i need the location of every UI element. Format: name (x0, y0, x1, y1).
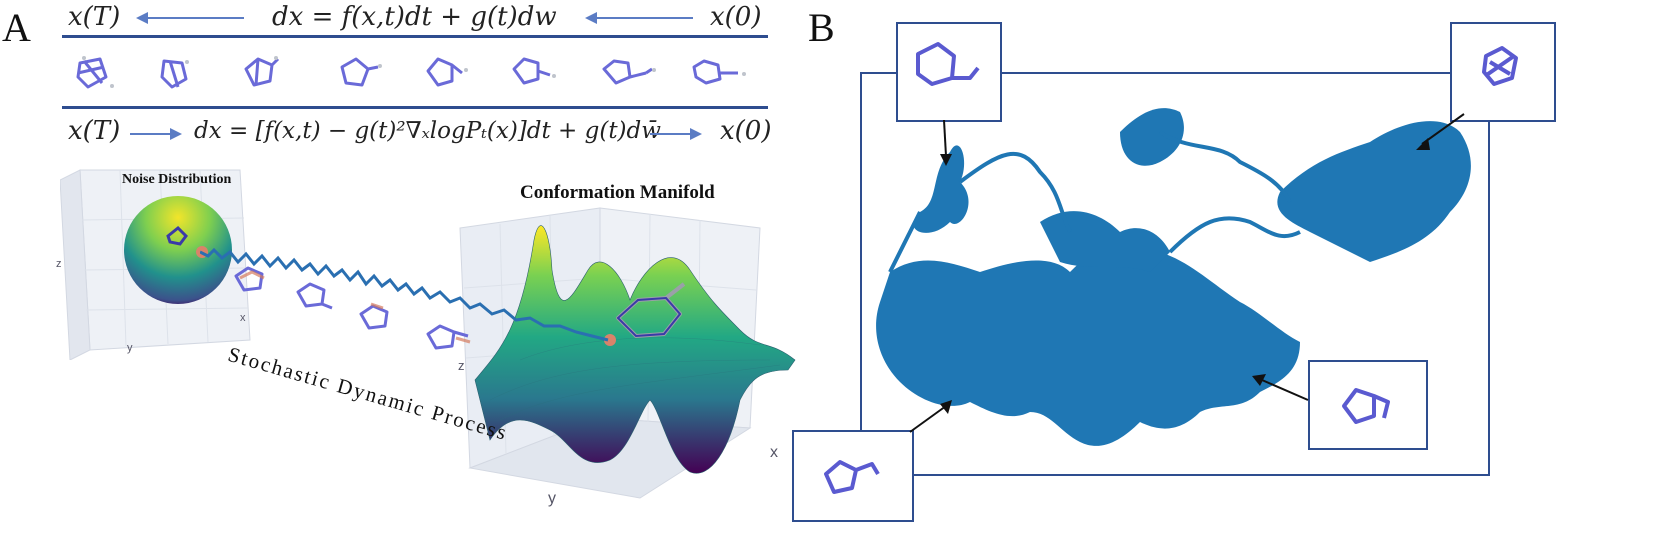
inset-top-left-arrow (940, 119, 952, 166)
walk-frame (860, 72, 1490, 476)
inset-bottom-right (1308, 360, 1428, 450)
reverse-start: x(T) (68, 116, 121, 146)
right-z-label: z (458, 358, 465, 373)
inset-bottom-right-arrow (1252, 374, 1309, 401)
reverse-arrow-right (650, 128, 702, 140)
intermediate-molecules (234, 266, 471, 350)
left-x-label: x (240, 312, 246, 324)
forward-start: x(T) (68, 2, 121, 32)
forward-end: x(0) (710, 2, 762, 32)
inset-top-right-molecule (1482, 46, 1518, 86)
reverse-end: x(0) (720, 116, 772, 146)
forward-arrow-left (136, 12, 244, 24)
inset-bottom-right-molecule (1342, 388, 1390, 424)
top-divider (62, 35, 768, 38)
left-z-label: z (56, 258, 62, 270)
molecule-strip (76, 56, 746, 89)
right-x-label: x (770, 444, 778, 461)
random-walk (876, 108, 1471, 446)
bottom-divider (62, 106, 768, 109)
inset-bottom-left-arrow (909, 400, 952, 433)
inset-top-right-arrow (1416, 113, 1465, 150)
manifold-title: Conformation Manifold (520, 182, 715, 203)
panel-a-label: A (2, 5, 31, 50)
right-y-label: y (548, 490, 556, 507)
panel-b-label: B (808, 5, 835, 50)
inset-top-left (896, 22, 1002, 122)
left-y-label: y (127, 342, 133, 354)
forward-equation: dx = f(x,t)dt + g(t)dw (272, 2, 557, 32)
stochastic-path (200, 247, 609, 342)
inset-bottom-left-molecule (824, 460, 880, 494)
conformation-manifold (474, 225, 796, 474)
inset-top-left-molecule (916, 42, 980, 86)
reverse-arrow-left (130, 128, 182, 140)
noise-title: Noise Distribution (122, 172, 232, 187)
forward-arrow-right (585, 12, 693, 24)
reverse-equation: dx = [f(x,t) − g(t)²∇ₓlogPₜ(x)]dt + g(t)… (194, 118, 661, 144)
